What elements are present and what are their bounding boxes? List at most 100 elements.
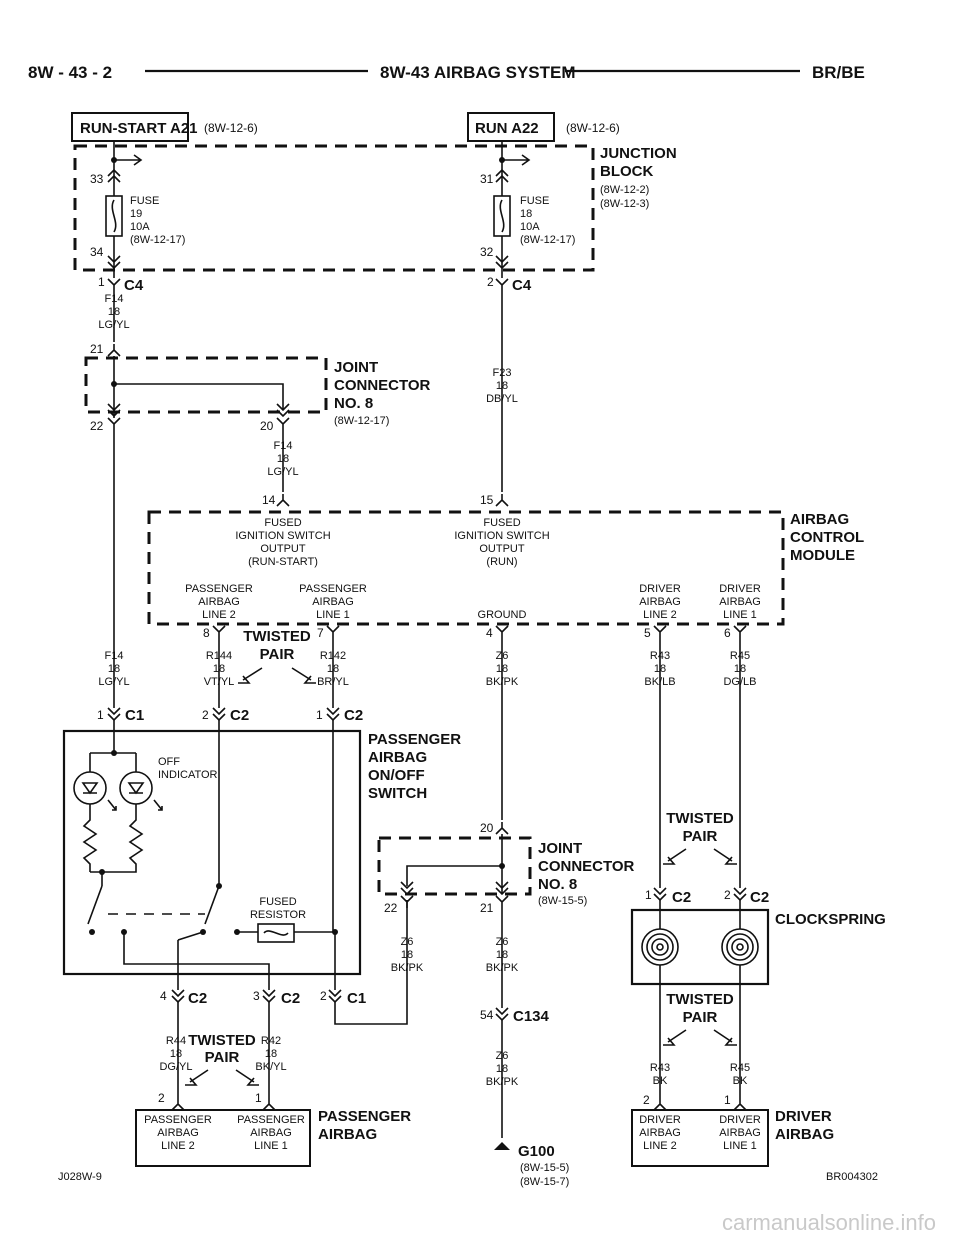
wire-r44-color: DG/YL — [159, 1061, 192, 1073]
clockspring-coil-icon — [641, 928, 759, 966]
fuse-18-pin-out: 32 — [480, 245, 494, 259]
joint-top-pin-22: 22 — [90, 419, 104, 433]
c4-left-pin: 1 — [98, 275, 105, 289]
drv-line2-1: DRIVER — [639, 1114, 681, 1126]
wire-r42-gauge: 18 — [265, 1048, 277, 1060]
switch-c2b-pin: 1 — [316, 708, 323, 722]
fuse-18-label-3: 10A — [520, 221, 540, 233]
wire-f14-low: F14 — [105, 650, 124, 662]
wire-z6-right-color: BK/PK — [486, 962, 519, 974]
switch-c1bot-pin: 2 — [320, 989, 327, 1003]
wire-r43-drv-color: BK — [653, 1075, 668, 1087]
wire-r45-acm-gauge: 18 — [734, 663, 746, 675]
twisted-pair-label-2: TWISTED — [188, 1032, 256, 1049]
wire-z6-left: Z6 — [401, 936, 414, 948]
clockspring-box — [630, 908, 770, 986]
pax-line1-2: AIRBAG — [250, 1127, 292, 1139]
switch-fused-resistor: FUSED — [259, 896, 296, 908]
acm-pin-8: 8 — [203, 626, 210, 640]
acm-pax2-1: PASSENGER — [185, 583, 253, 595]
acm-fused-r-2: IGNITION SWITCH — [454, 530, 549, 542]
clockspring-c2b-name: C2 — [750, 889, 769, 906]
wire-r142-color: BR/YL — [317, 676, 349, 688]
clockspring-c2b-pin: 2 — [724, 888, 731, 902]
acm-ground: GROUND — [478, 609, 527, 621]
joint-bot-pin-21: 21 — [480, 901, 494, 915]
junction-block-title-2: BLOCK — [600, 163, 653, 180]
joint-bottom-title-3: NO. 8 — [538, 876, 577, 893]
acm-drv1-2: AIRBAG — [719, 596, 761, 608]
pax-line2-2: AIRBAG — [157, 1127, 199, 1139]
airbag-control-module — [147, 510, 785, 626]
junction-block-outline — [73, 144, 595, 272]
switch-c2c-name: C2 — [188, 990, 207, 1007]
acm-title-3: MODULE — [790, 547, 855, 564]
led-indicator-icon — [73, 771, 163, 811]
c4-left-name: C4 — [124, 277, 144, 294]
twisted-pair-label-1: TWISTED — [243, 628, 311, 645]
twisted-pair-label-1-line2: PAIR — [260, 646, 295, 663]
switch-c2b-name: C2 — [344, 707, 363, 724]
switch-c2d-name: C2 — [281, 990, 300, 1007]
acm-pax1-3: LINE 1 — [316, 609, 350, 621]
wire-z6-acm-gauge: 18 — [496, 663, 508, 675]
switch-fused-resistor-2: RESISTOR — [250, 909, 306, 921]
fuse-19-label-2: 19 — [130, 208, 142, 220]
joint-bot-pin-20: 20 — [480, 821, 494, 835]
twisted-pair-label-4: TWISTED — [666, 991, 734, 1008]
joint-top-ref: (8W-12-17) — [334, 415, 389, 427]
drv-line1-1: DRIVER — [719, 1114, 761, 1126]
drv-line2-2: AIRBAG — [639, 1127, 681, 1139]
driver-airbag-box — [631, 1109, 769, 1167]
clockspring-c2a-pin: 1 — [645, 888, 652, 902]
switch-c1top-name: C1 — [125, 707, 144, 724]
wire-r43-acm-gauge: 18 — [654, 663, 666, 675]
g100-ref-1: (8W-15-5) — [520, 1162, 569, 1174]
acm-fused-rs-3: OUTPUT — [260, 543, 306, 555]
drv-airbag-pin-1: 1 — [724, 1093, 731, 1107]
acm-pax1-1: PASSENGER — [299, 583, 367, 595]
wire-z6-right-gauge: 18 — [496, 949, 508, 961]
twisted-pair-label-3-line2: PAIR — [683, 828, 718, 845]
passenger-airbag-title-2: AIRBAG — [318, 1126, 377, 1143]
acm-fused-rs-1: FUSED — [264, 517, 301, 529]
pax-airbag-pin-2: 2 — [158, 1091, 165, 1105]
acm-pax2-3: LINE 2 — [202, 609, 236, 621]
drv-line2-3: LINE 2 — [643, 1140, 677, 1152]
twisted-pair-label-3: TWISTED — [666, 810, 734, 827]
acm-drv2-3: LINE 2 — [643, 609, 677, 621]
wire-f14-top-color: LG/YL — [98, 319, 129, 331]
switch-c2a-name: C2 — [230, 707, 249, 724]
switch-off-indicator-2: INDICATOR — [158, 769, 218, 781]
wire-r45-drv: R45 — [730, 1062, 750, 1074]
watermark: carmanualsonline.info — [722, 1210, 936, 1235]
acm-fused-r-4: (RUN) — [486, 556, 517, 568]
pax-line2-1: PASSENGER — [144, 1114, 212, 1126]
fuse-18-label-1: FUSE — [520, 195, 549, 207]
wire-r44: R44 — [166, 1035, 186, 1047]
wire-f23-gauge: 18 — [496, 380, 508, 392]
twisted-pair-label-4-line2: PAIR — [683, 1009, 718, 1026]
drv-line1-3: LINE 1 — [723, 1140, 757, 1152]
wire-z6-right: Z6 — [496, 936, 509, 948]
wire-f14-mid-color: LG/YL — [267, 466, 298, 478]
wire-f14-low-gauge: 18 — [108, 663, 120, 675]
switch-c2d-pin: 3 — [253, 989, 260, 1003]
wire-r43-drv: R43 — [650, 1062, 670, 1074]
drv-airbag-pin-2: 2 — [643, 1093, 650, 1107]
pax-airbag-pin-1: 1 — [255, 1091, 262, 1105]
pax-line1-1: PASSENGER — [237, 1114, 305, 1126]
switch-c1top-pin: 1 — [97, 708, 104, 722]
drv-line1-2: AIRBAG — [719, 1127, 761, 1139]
acm-drv1-3: LINE 1 — [723, 609, 757, 621]
passenger-airbag-title: PASSENGER — [318, 1108, 411, 1125]
switch-title-3: ON/OFF — [368, 767, 425, 784]
junction-block-ref-2: (8W-12-3) — [600, 198, 649, 210]
junction-block-title: JUNCTION — [600, 145, 677, 162]
c134-name: C134 — [513, 1008, 550, 1025]
run-a22-box — [467, 112, 555, 142]
run-a22-ref: (8W-12-6) — [566, 121, 620, 135]
switch-title-4: SWITCH — [368, 785, 427, 802]
wire-f14-top: F14 — [105, 293, 124, 305]
